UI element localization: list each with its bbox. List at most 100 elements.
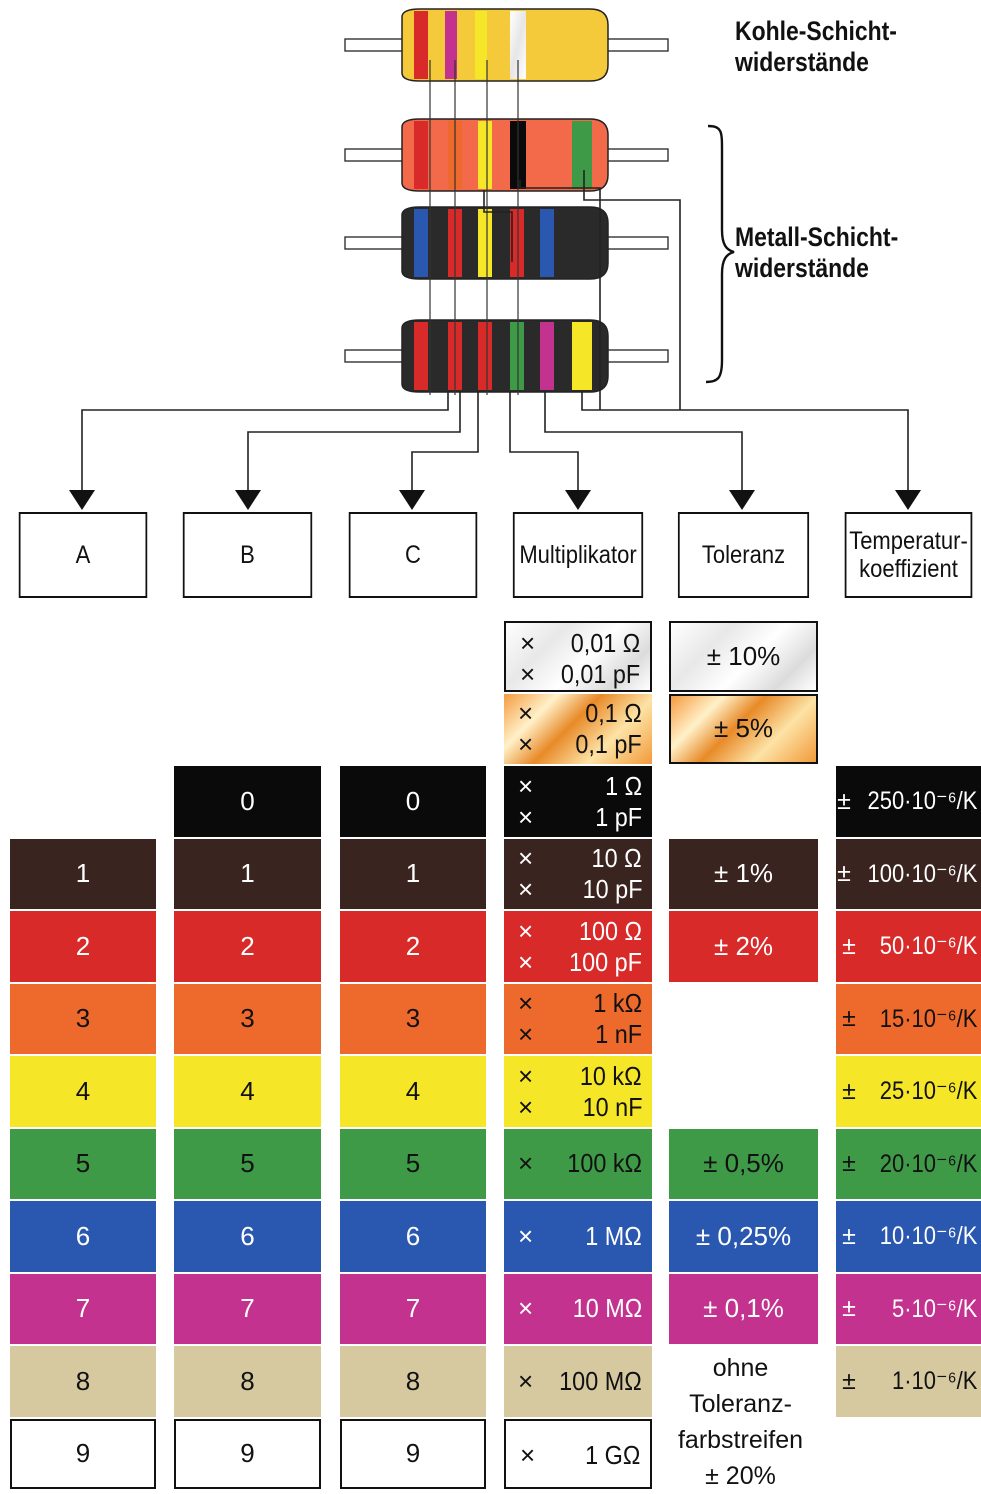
multiplier-line: × 1 kΩ [518,988,642,1019]
multiplier-value: 10 kΩ [580,1060,642,1091]
resistor-diagram [69,8,921,510]
multiplier-line: ×10 pF [518,874,642,905]
tolerance-value: ± 0,25% [695,1220,792,1251]
multiplier-row: ×0,1 Ω×0,1 pF [504,693,652,764]
tempco-row: ±20·10⁻⁶/K [836,1128,981,1199]
tolerance-row: ± 2% [669,911,818,982]
multiplier-value: 1 kΩ [593,988,642,1018]
header-multiplikator-label: Multiplikator [519,541,637,569]
multiplier-row: ×10 MΩ [504,1273,652,1344]
multiplier-line: ×10 MΩ [518,1293,642,1324]
color-band [414,209,428,277]
metal-film-title: Metall-Schicht- widerstände [735,222,898,284]
lead-wire [344,349,406,363]
plus-minus-sign: ± [837,786,851,815]
digit-a-5: 5 [10,1128,156,1199]
color-band [414,121,428,189]
digit-c-5: 5 [340,1128,486,1199]
multiplier-line: ×0,1 Ω [518,698,642,729]
times-sign: × [520,658,536,689]
digit-a-label: 5 [75,1148,91,1179]
tempco-value: 5·10⁻⁶/K [891,1294,978,1323]
digit-b-0: 0 [174,766,321,837]
lead-wire [344,148,406,162]
header-b-label: B [240,541,255,569]
multiplier-line: ×1 nF [518,1019,642,1050]
digit-b-label: 4 [240,1075,255,1106]
color-band [475,11,487,79]
resistor-body [401,8,609,82]
header-c-label: C [405,541,421,569]
multiplier-value: 0,1 Ω [585,698,642,728]
digit-b-label: 3 [240,1003,255,1034]
multiplier-row: × 1 kΩ×1 nF [504,983,652,1054]
times-sign: × [518,988,534,1018]
color-band [478,121,492,189]
times-sign: × [518,843,534,873]
connection-line [544,392,743,492]
times-sign: × [520,627,536,658]
color-band [414,322,428,390]
tempco-value: 1·10⁻⁶/K [891,1367,978,1396]
digit-a-9: 9 [10,1418,156,1489]
multiplier-line: ×1 MΩ [518,1221,642,1251]
header-toleranz-label: Toleranz [701,541,786,569]
tolerance-note-line2: Toleranz- [689,1390,792,1418]
lead-wire [344,236,406,250]
multiplier-line: ×100 MΩ [518,1366,642,1396]
digit-a-3: 3 [10,983,156,1054]
digit-b-label: 8 [240,1365,255,1396]
color-band [445,11,457,79]
digit-a-7: 7 [10,1273,156,1344]
times-sign: × [518,874,534,904]
multiplier-row: ×1 MΩ [504,1201,652,1272]
times-sign: × [518,1019,534,1049]
multiplier-row: × 1 GΩ [504,1418,652,1489]
tolerance-note: ohne Toleranz- farbstreifen ± 20% [668,1350,813,1494]
tolerance-row: ± 0,1% [669,1273,818,1344]
connection-line [247,392,461,492]
multiplier-line: ×100 pF [518,947,642,977]
color-band [478,322,492,390]
digit-b-8: 8 [174,1346,321,1417]
multiplier-value: 10 Ω [591,843,642,873]
color-band [510,322,524,390]
digit-b-2: 2 [174,911,321,982]
digit-a-label: 2 [75,930,91,961]
times-sign: × [518,729,534,759]
connection-line [583,170,681,410]
plus-minus-sign: ± [842,1294,856,1323]
digit-c-8: 8 [340,1346,486,1417]
brace [705,124,735,384]
multiplier-value: 100 pF [569,946,642,977]
color-band [540,209,554,277]
digit-c-label: 0 [405,785,421,816]
times-sign: × [518,1148,534,1179]
multiplier-line: × 1 GΩ [520,1440,640,1471]
multiplier-row: ×100 MΩ [504,1346,652,1417]
digit-b-4: 4 [174,1056,321,1127]
header-c: C [348,512,478,598]
tempco-value: 15·10⁻⁶/K [879,1004,978,1033]
tolerance-value: ± 0,5% [703,1148,784,1179]
tolerance-note-line4: ± 20% [705,1462,776,1490]
lead-wire [344,38,406,52]
multiplier-line: ×0,01 pF [520,659,640,689]
multiplier-value: 1 pF [595,801,642,832]
tolerance-value: ± 5% [713,713,774,744]
digit-b-label: 0 [240,785,255,816]
multiplier-value: 1 GΩ [584,1440,640,1471]
times-sign: × [518,1091,534,1122]
times-sign: × [518,770,534,801]
times-sign: × [520,1440,536,1471]
tolerance-value: ± 2% [713,930,774,961]
connection-line [581,392,909,492]
header-temperatur-line2: koeffizient [859,555,958,583]
digit-a-label: 8 [75,1365,91,1396]
arrow-down-icon [565,490,591,510]
digit-a-label: 6 [75,1220,91,1251]
multiplier-line: ×1 pF [518,802,642,832]
connection-lines [81,60,909,492]
digit-c-6: 6 [340,1201,486,1272]
tolerance-row: ± 0,5% [669,1128,818,1199]
